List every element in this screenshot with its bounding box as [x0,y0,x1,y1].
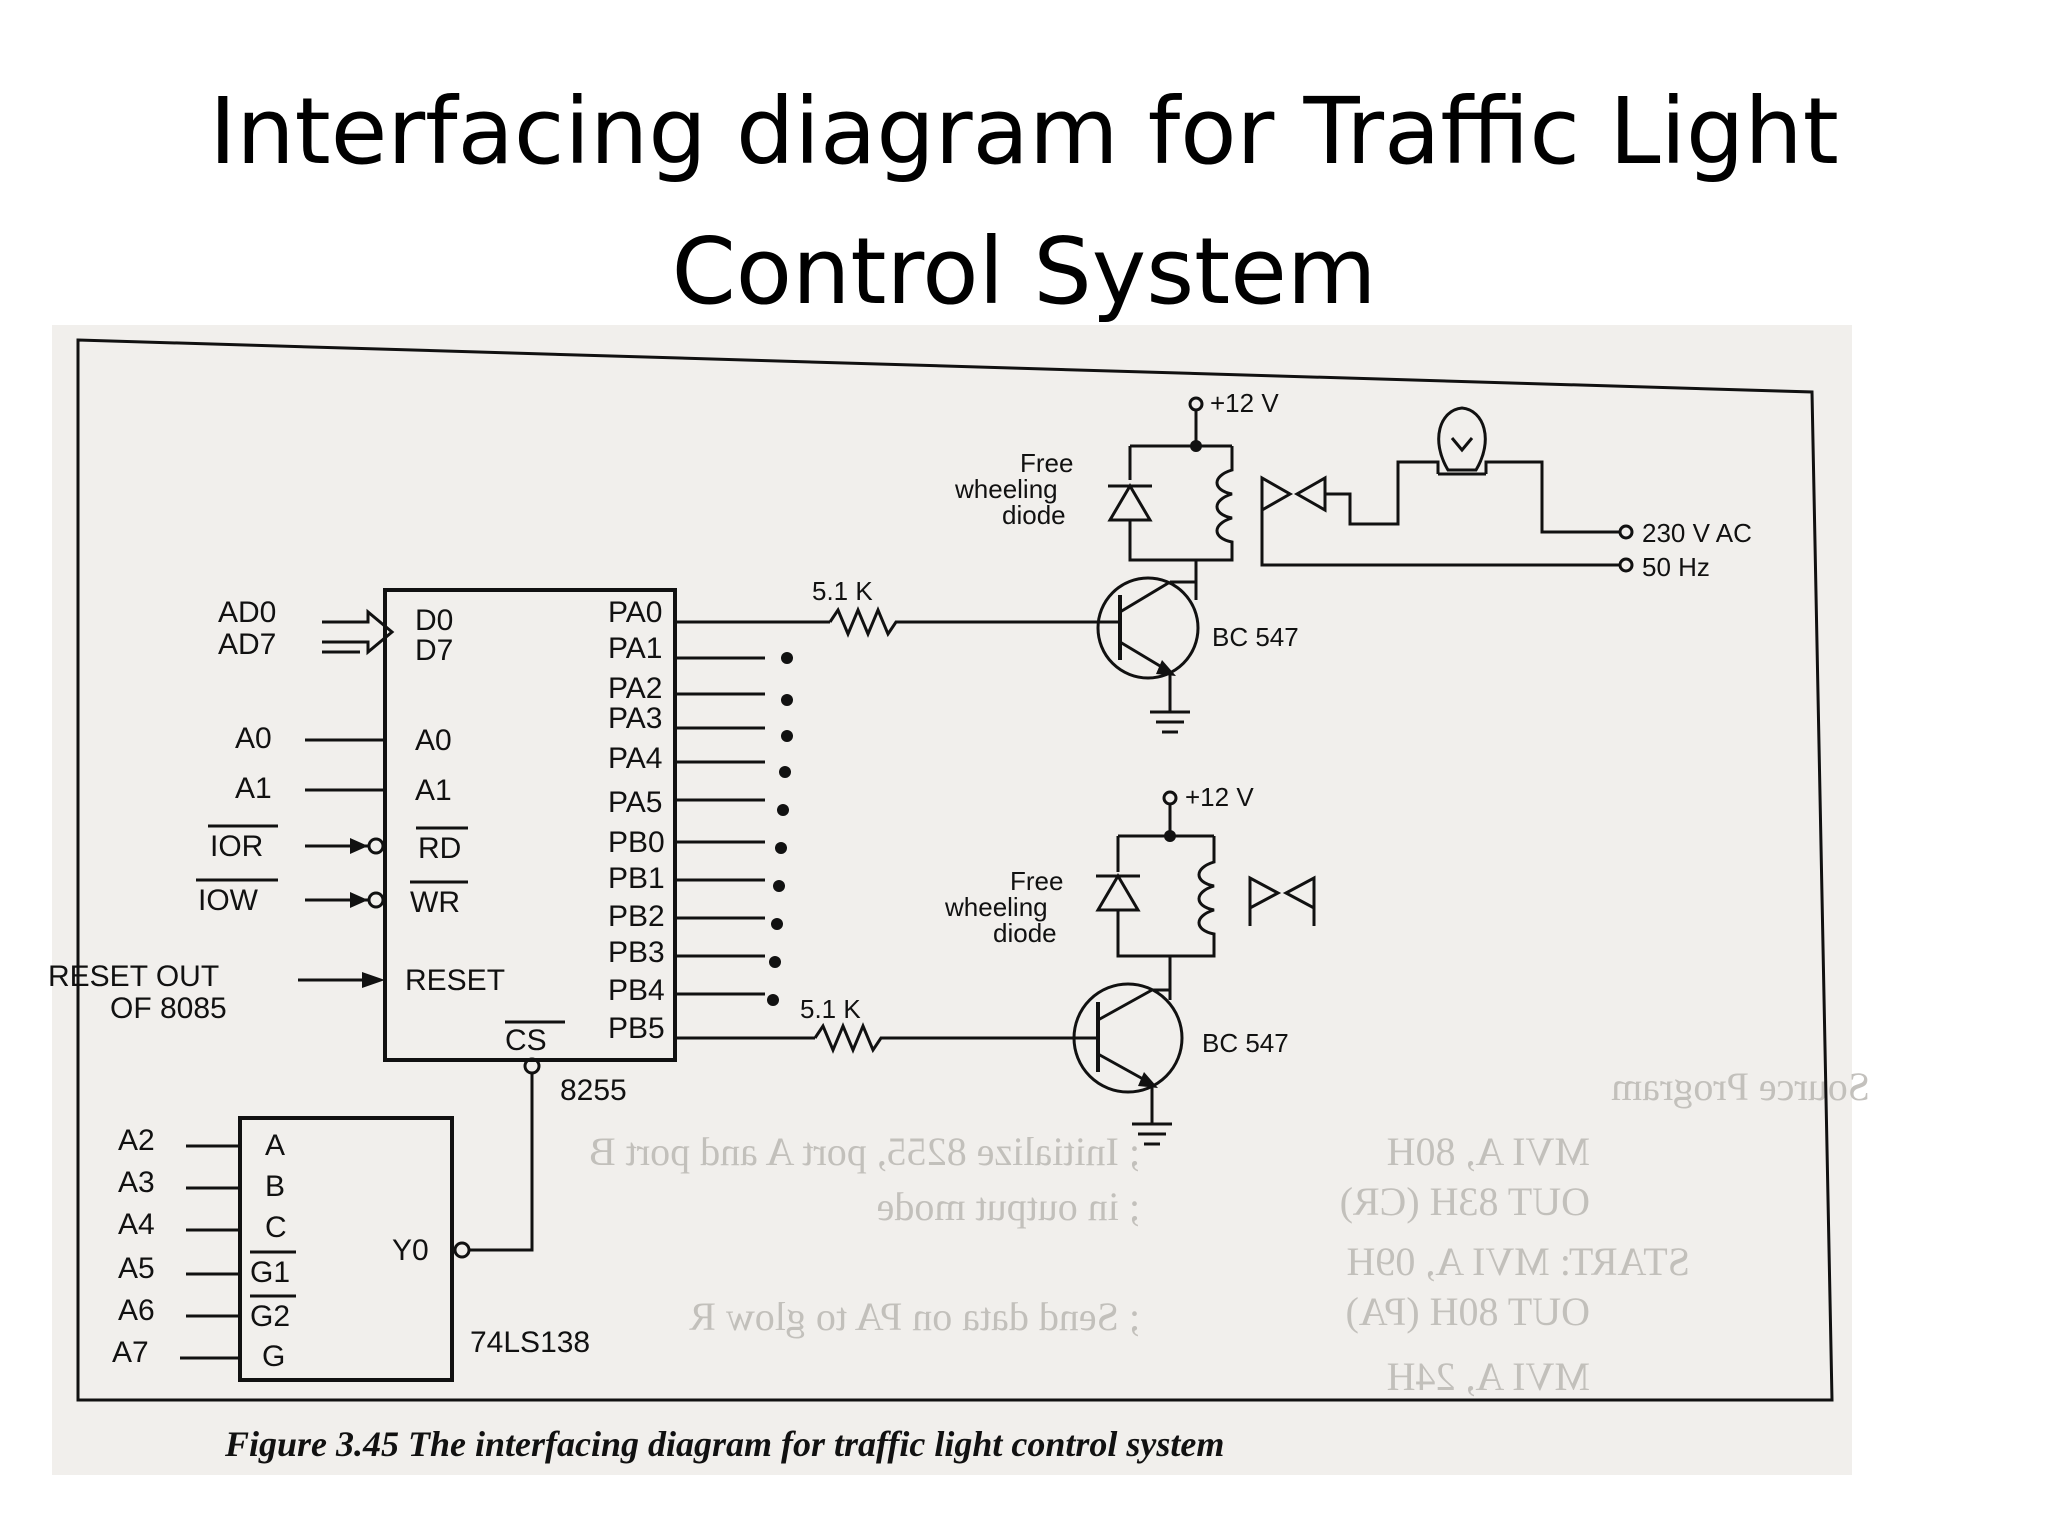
top-diode [1107,483,1153,522]
pin-d0: D0 [415,604,453,637]
top-diode-label-2: wheeling [954,474,1058,504]
addr-a7: A7 [112,1336,149,1369]
bottom-contact-b [1282,875,1316,911]
bleed-heading: Source Program [1611,1064,1870,1109]
bleed-comment-3: ; Send data on PA to glow R [689,1294,1140,1339]
ic-8255: D0 D7 A0 A1 RD WR RESET PA0 PA1 PA2 PA3 … [383,588,677,1107]
pin-a0: A0 [415,724,452,757]
figure-frame [76,338,1834,1402]
dec-pin-g: G [262,1340,285,1373]
driver-bottom: +12 V Free wheeling diode 5.1 K BC 547 [800,782,1316,1146]
addr-a4: A4 [118,1208,155,1241]
bottom-resistor [813,1022,1098,1054]
bleed-line-2: OUT 83H (CR) [1340,1179,1590,1224]
pin-rd: RD [418,832,461,865]
port-pins: PA0 PA1 PA2 PA3 PA4 PA5 PB0 PB1 PB2 PB3 … [608,596,665,1045]
sig-ior: IOR [210,830,263,863]
top-diode-label-1: Free [1020,448,1073,478]
bleed-line-4: OUT 80H (PA) [1346,1289,1590,1334]
pin-d7: D7 [415,634,453,667]
slide-title: Interfacing diagram for Traffic Light Co… [0,62,2048,342]
pin-reset: RESET [405,964,505,997]
dec-pin-b: B [265,1170,285,1203]
ic-8255-name: 8255 [560,1074,627,1107]
top-contact-b [1293,475,1327,513]
driver-top: +12 V Free wheeling diode 230 V AC 50 Hz… [812,388,1752,734]
bottom-contact-a [1248,875,1282,911]
sig-ad0: AD0 [218,596,276,629]
top-resistor [828,606,1120,638]
top-resistor-label: 5.1 K [812,576,873,606]
pin-pa4: PA4 [608,742,662,775]
top-supply-label: +12 V [1210,388,1279,418]
bus-inputs: AD0 AD7 A0 A1 IOR IOW RESET OUT OF 8085 [48,596,395,1025]
cs-to-y0-wire [470,1073,534,1252]
bottom-transistor-label: BC 547 [1202,1028,1289,1058]
top-transistor-label: BC 547 [1212,622,1299,652]
top-contact-a [1260,475,1294,513]
dec-out-y0: Y0 [392,1234,429,1267]
pin-pa1: PA1 [608,632,662,665]
bleed-line-5: MVI A, 24H [1387,1354,1590,1399]
addr-a6: A6 [118,1294,155,1327]
pin-pb5: PB5 [608,1012,665,1045]
bottom-diode-label-3: diode [993,918,1057,948]
sig-a0: A0 [235,722,272,755]
figure-caption: Figure 3.45 The interfacing diagram for … [224,1424,1224,1464]
slide-title-line-2: Control System [671,218,1377,325]
bottom-diode-label-2: wheeling [944,892,1048,922]
addr-a3: A3 [118,1166,155,1199]
pin-pb2: PB2 [608,900,665,933]
pin-pb4: PB4 [608,974,665,1007]
y0-bubble [453,1241,471,1259]
pin-pa5: PA5 [608,786,662,819]
bottom-relay-coil [1170,836,1216,958]
bleed-comment-1: ; Initialize 8255, port A and port B [589,1129,1140,1174]
top-diode-label-3: diode [1002,500,1066,530]
bleed-line-3: START: MVI A, 09H [1346,1239,1690,1284]
sig-of-8085: OF 8085 [110,992,227,1025]
pin-pb1: PB1 [608,862,665,895]
bleed-line-1: MVI A, 80H [1387,1129,1590,1174]
top-relay-coil [1196,446,1234,562]
sig-a1: A1 [235,772,272,805]
lamp-bulb [1437,406,1487,472]
pin-pa2: PA2 [608,672,662,705]
bottom-ground [1132,1122,1172,1146]
pin-pa3: PA3 [608,702,662,735]
bleed-through-text: Source Program MVI A, 80H OUT 83H (CR) S… [589,1064,1870,1399]
bottom-supply-label: +12 V [1185,782,1254,812]
ac-frequency-label: 50 Hz [1642,552,1710,582]
bottom-diode-label-1: Free [1010,866,1063,896]
addr-a2: A2 [118,1124,155,1157]
sig-iow: IOW [198,884,259,917]
sig-ad7: AD7 [218,628,276,661]
pin-cs: CS [505,1024,547,1057]
decoder-name: 74LS138 [470,1326,590,1359]
sig-reset-out: RESET OUT [48,960,219,993]
top-ground [1150,710,1190,734]
bleed-comment-2: ; in output mode [877,1184,1140,1229]
addr-a5: A5 [118,1252,155,1285]
pin-a1: A1 [415,774,452,807]
dec-pin-g2: G2 [250,1300,290,1333]
data-bus-arrow [322,608,395,656]
dec-pin-a: A [265,1129,285,1162]
decoder-body [238,1116,454,1382]
dec-pin-c: C [265,1211,287,1244]
port-output-lines [675,620,830,1040]
bottom-resistor-label: 5.1 K [800,994,861,1024]
slide-title-line-1: Interfacing diagram for Traffic Light [209,78,1839,185]
pin-pa0: PA0 [608,596,662,629]
ac-voltage-label: 230 V AC [1642,518,1752,548]
bottom-transistor-body [1072,982,1184,1094]
bottom-diode [1095,873,1141,912]
top-transistor-body [1096,576,1200,680]
pin-pb3: PB3 [608,936,665,969]
pin-wr: WR [410,886,460,919]
decoder-74ls138: A B C G1 G2 G Y0 74LS138 A2 A3 A4 A5 A6 … [112,1116,590,1382]
dec-pin-g1: G1 [250,1256,290,1289]
pin-pb0: PB0 [608,826,665,859]
